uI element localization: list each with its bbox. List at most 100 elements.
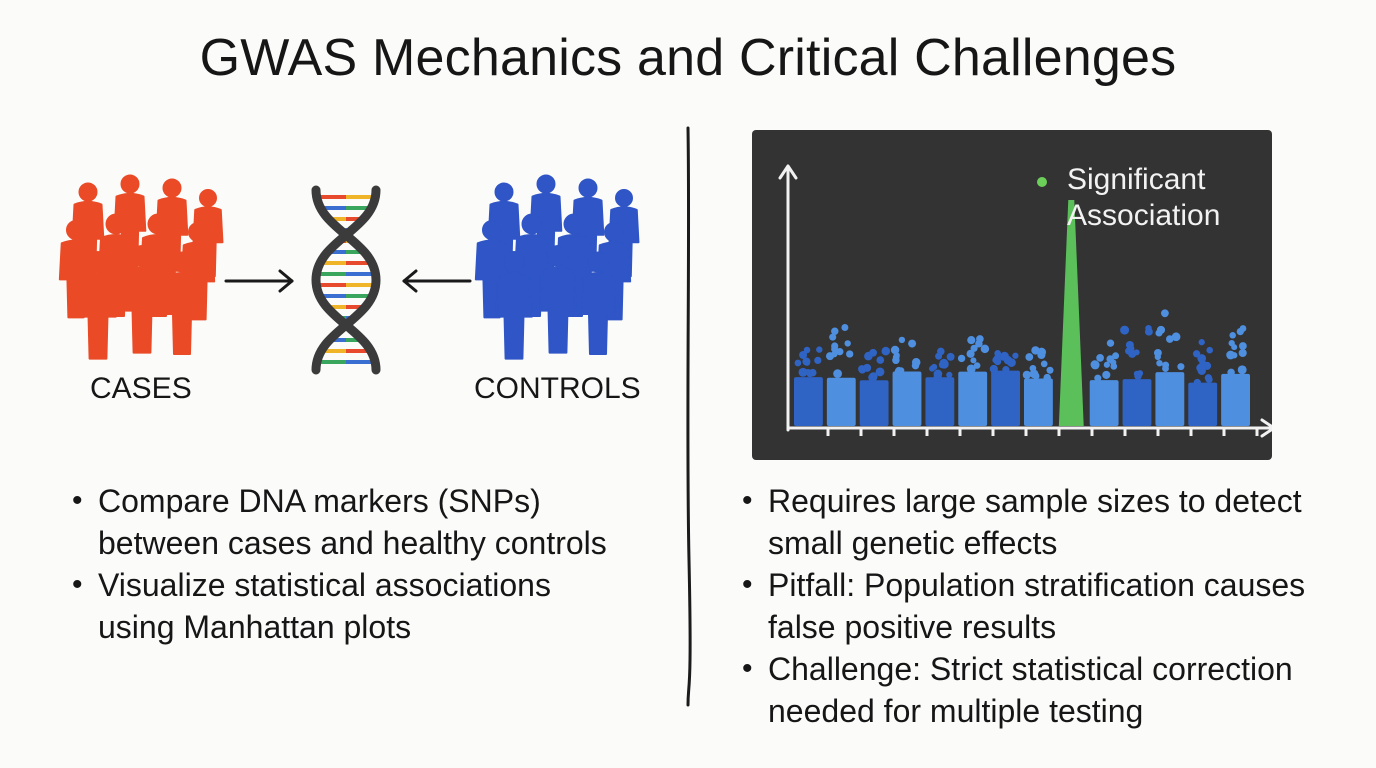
plot-point <box>836 348 844 356</box>
plot-point <box>844 340 851 347</box>
plot-point <box>1106 339 1115 347</box>
plot-point <box>1154 353 1161 361</box>
plot-point <box>1239 342 1247 350</box>
chart-background <box>752 130 1272 460</box>
plot-point <box>1229 332 1236 339</box>
plot-point <box>1237 365 1247 375</box>
plot-point <box>1125 341 1134 349</box>
bullet-item: Visualize statistical associations using… <box>70 564 630 648</box>
plot-point <box>1228 339 1235 347</box>
plot-point <box>803 346 811 354</box>
controls-label: CONTROLS <box>474 372 641 405</box>
plot-point <box>1177 363 1185 371</box>
plot-column <box>859 380 889 426</box>
plot-point <box>1128 349 1137 358</box>
plot-point <box>937 347 945 356</box>
person-icon <box>539 245 577 354</box>
plot-column <box>1089 380 1119 426</box>
plot-point <box>898 336 906 344</box>
plot-point <box>1199 359 1206 367</box>
plot-point <box>829 333 837 341</box>
person-icon <box>164 251 200 355</box>
plot-point <box>981 344 989 352</box>
right-bullet-list: Requires large sample sizes to detect sm… <box>740 480 1370 732</box>
plot-point <box>816 346 823 353</box>
plot-point <box>1102 370 1111 379</box>
plot-point <box>858 365 866 373</box>
bullet-item: Requires large sample sizes to detect sm… <box>740 480 1370 564</box>
plot-point <box>1145 324 1152 332</box>
person-icon <box>123 245 161 354</box>
plot-point <box>967 336 976 345</box>
plot-point <box>946 371 953 379</box>
bullet-item: Compare DNA markers (SNPs) between cases… <box>70 480 630 564</box>
chart-annotation: Significant Association <box>1067 163 1221 232</box>
person-icon <box>495 251 533 360</box>
page-title: GWAS Mechanics and Critical Challenges <box>199 29 1177 87</box>
plot-column <box>1155 372 1185 426</box>
plot-point <box>1022 370 1031 379</box>
plot-point <box>1096 354 1104 362</box>
plot-point <box>992 356 1000 364</box>
plot-point <box>989 364 998 374</box>
plot-point <box>1156 359 1163 367</box>
cases-people-group-icon <box>58 174 224 360</box>
plot-point <box>1012 352 1019 359</box>
plot-column <box>826 377 856 426</box>
plot-column <box>1188 382 1218 426</box>
plot-point <box>831 327 839 335</box>
plot-point <box>869 348 877 357</box>
plot-point <box>794 359 802 367</box>
x-axis-arrowhead <box>1260 418 1272 438</box>
plot-point <box>973 362 981 369</box>
plot-point <box>1227 368 1235 377</box>
plot-point <box>1192 350 1201 358</box>
person-icon <box>580 251 616 355</box>
plot-point <box>1238 348 1247 358</box>
plot-point <box>1112 352 1120 360</box>
plot-column <box>1122 379 1152 426</box>
plot-point <box>846 350 854 358</box>
plot-point <box>1166 335 1174 343</box>
plot-point <box>890 345 900 355</box>
plot-point <box>1002 366 1010 374</box>
plot-point <box>1171 332 1181 342</box>
plot-point <box>798 367 808 377</box>
bullet-item: Pitfall: Population stratification cause… <box>740 564 1370 648</box>
plot-point <box>1025 353 1034 361</box>
plot-point <box>1193 378 1201 387</box>
cases-label: CASES <box>90 372 192 405</box>
plot-point <box>1161 309 1169 318</box>
plot-point <box>875 367 885 377</box>
plot-point <box>1205 375 1213 384</box>
plot-point <box>1031 346 1040 355</box>
plot-point <box>814 356 822 365</box>
plot-point <box>876 356 885 364</box>
plot-point <box>1040 360 1048 368</box>
plot-point <box>970 344 978 352</box>
significant-peak <box>1058 200 1084 426</box>
left-bullet-list: Compare DNA markers (SNPs) between cases… <box>70 480 630 648</box>
bullet-item: Challenge: Strict statistical correction… <box>740 648 1370 732</box>
plot-point <box>946 352 955 361</box>
plot-point <box>802 357 811 366</box>
plot-point <box>1090 360 1100 370</box>
plot-point <box>1103 361 1111 368</box>
plot-point <box>1162 361 1170 369</box>
plot-column <box>991 370 1020 426</box>
plot-point <box>1029 369 1039 379</box>
plot-point <box>833 369 842 378</box>
y-axis-arrowhead <box>778 164 798 180</box>
dna-helix-icon <box>311 185 381 375</box>
arrow-left-icon <box>402 269 472 293</box>
plot-point <box>1043 373 1052 382</box>
plot-point <box>1236 327 1244 336</box>
plot-column <box>958 371 988 426</box>
plot-point <box>1000 351 1009 361</box>
plot-point <box>1231 352 1238 359</box>
plot-column <box>1024 378 1053 426</box>
plot-point <box>957 354 966 363</box>
plot-point <box>1046 366 1054 374</box>
plot-point <box>908 339 917 348</box>
